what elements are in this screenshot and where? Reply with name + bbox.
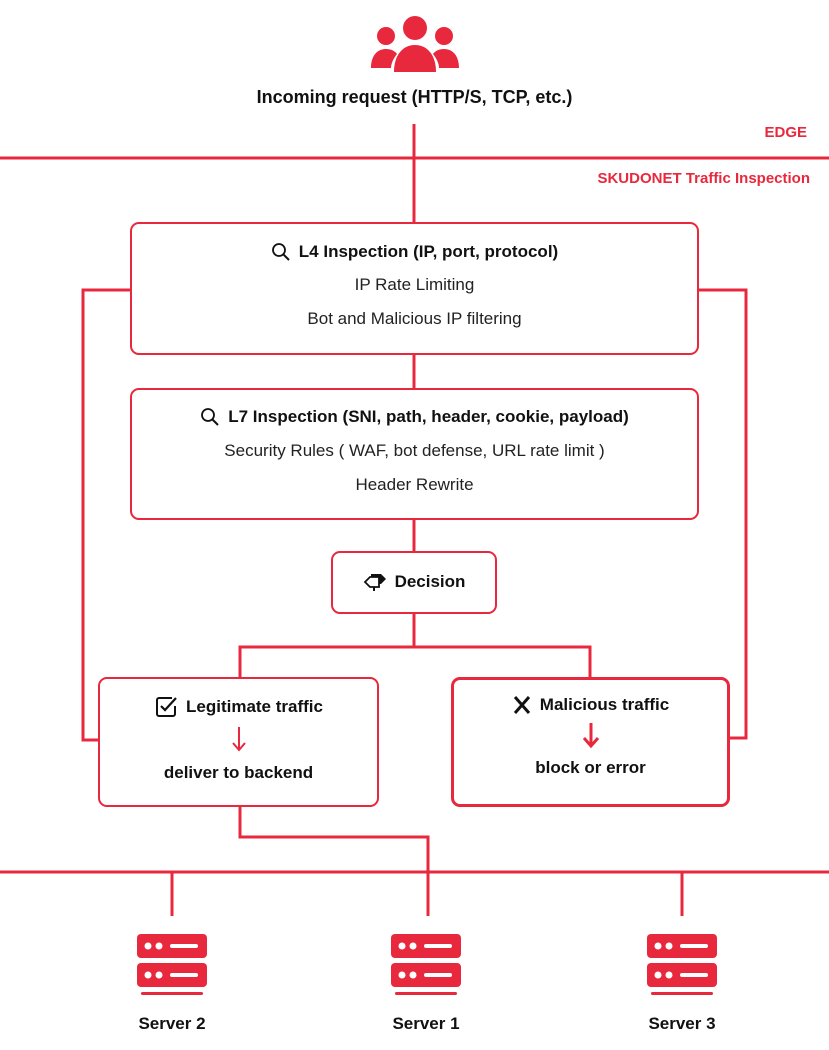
malicious-title: Malicious traffic — [539, 695, 670, 714]
down-arrow-icon — [454, 723, 727, 749]
l7-line-security-rules: Security Rules ( WAF, bot defense, URL r… — [224, 441, 605, 460]
legitimate-title: Legitimate traffic — [186, 697, 323, 716]
decision-legit-connector — [238, 613, 416, 677]
legitimate-action: deliver to backend — [163, 763, 314, 782]
x-icon — [512, 695, 532, 715]
search-icon — [271, 242, 291, 262]
backend-connector — [238, 806, 430, 916]
down-arrow-icon — [100, 727, 377, 753]
malicious-action: block or error — [535, 758, 646, 777]
server-2-label: Server 2 — [138, 1014, 206, 1033]
left-loop-connector — [81, 288, 131, 742]
signpost-icon — [363, 572, 387, 592]
decision-malicious-connector — [414, 645, 592, 677]
search-icon — [200, 407, 220, 427]
l4-inspection-box: L4 Inspection (IP, port, protocol) IP Ra… — [130, 222, 699, 355]
edge-zone-label: EDGE — [764, 124, 807, 141]
legitimate-traffic-box: Legitimate traffic deliver to backend — [98, 677, 379, 807]
l7-inspection-box: L7 Inspection (SNI, path, header, cookie… — [130, 388, 699, 520]
l7-line-header-rewrite: Header Rewrite — [355, 475, 474, 494]
decision-label: Decision — [394, 572, 466, 591]
incoming-request-label: Incoming request (HTTP/S, TCP, etc.) — [256, 87, 573, 107]
server-icon — [391, 934, 461, 996]
server-3-label: Server 3 — [648, 1014, 716, 1033]
right-loop-connector — [698, 288, 748, 740]
server-icon — [647, 934, 717, 996]
inspection-zone-label: SKUDONET Traffic Inspection — [597, 170, 810, 187]
l4-line-ip-filtering: Bot and Malicious IP filtering — [307, 309, 522, 328]
l4-line-rate-limiting: IP Rate Limiting — [354, 275, 475, 294]
l7-title: L7 Inspection (SNI, path, header, cookie… — [228, 407, 629, 426]
l4-title: L4 Inspection (IP, port, protocol) — [298, 242, 559, 261]
decision-box: Decision — [331, 551, 497, 614]
server-1-label: Server 1 — [392, 1014, 460, 1033]
users-icon — [369, 14, 461, 72]
checkbox-icon — [154, 695, 178, 719]
malicious-traffic-box: Malicious traffic block or error — [451, 677, 730, 807]
server-icon — [137, 934, 207, 996]
